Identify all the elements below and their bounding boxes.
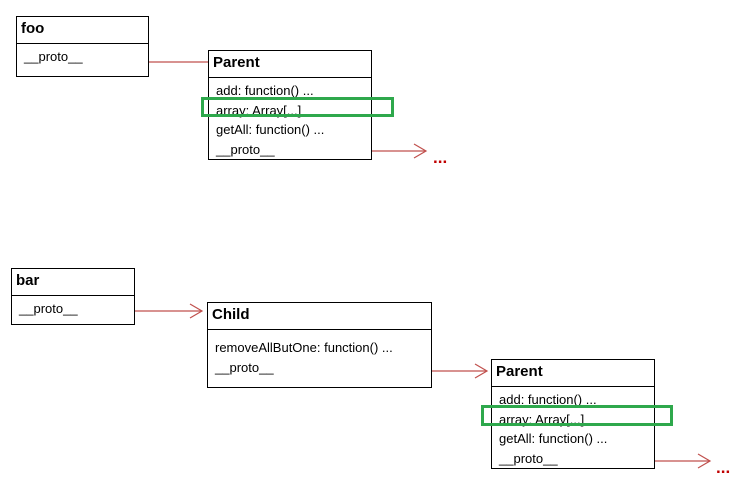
bar-title: bar — [12, 269, 134, 296]
child-title: Child — [208, 303, 431, 330]
parent-bottom-getall-property: getAll: function() ... — [499, 431, 608, 446]
parent-top-getall-property: getAll: function() ... — [216, 122, 325, 137]
bar-proto-property: __proto__ — [19, 301, 78, 316]
parent-bottom-proto-arrowhead — [697, 453, 712, 469]
parent-bottom-add-property: add: function() ... — [499, 392, 597, 407]
parent-bottom-object-box: Parent add: function() ... array: Array[… — [491, 359, 655, 469]
child-proto-property: __proto__ — [215, 359, 274, 375]
parent-bottom-array-highlight — [481, 405, 673, 426]
foo-proto-property: __proto__ — [24, 49, 83, 64]
parent-bottom-ellipsis: ... — [716, 458, 731, 477]
parent-top-title: Parent — [209, 51, 371, 78]
bar-object-box: bar __proto__ — [11, 268, 135, 325]
bar-proto-arrowhead — [189, 303, 204, 319]
parent-top-object-box: Parent add: function() ... array: Array[… — [208, 50, 372, 160]
parent-bottom-array-property: array: Array[...] — [499, 411, 585, 427]
parent-top-add-property: add: function() ... — [216, 83, 314, 98]
foo-title: foo — [17, 17, 148, 44]
child-object-box: Child removeAllButOne: function() ... __… — [207, 302, 432, 388]
parent-top-proto-property: __proto__ — [216, 141, 275, 157]
parent-top-array-property: array: Array[...] — [216, 102, 302, 118]
foo-object-box: foo __proto__ — [16, 16, 149, 77]
parent-top-array-highlight — [201, 97, 394, 117]
child-removeallbutone-property: removeAllButOne: function() ... — [215, 340, 393, 355]
parent-top-ellipsis: ... — [433, 148, 448, 167]
child-proto-arrowhead — [474, 363, 489, 379]
parent-bottom-title: Parent — [492, 360, 654, 387]
parent-top-proto-arrowhead — [413, 143, 428, 159]
parent-bottom-proto-property: __proto__ — [499, 450, 558, 466]
